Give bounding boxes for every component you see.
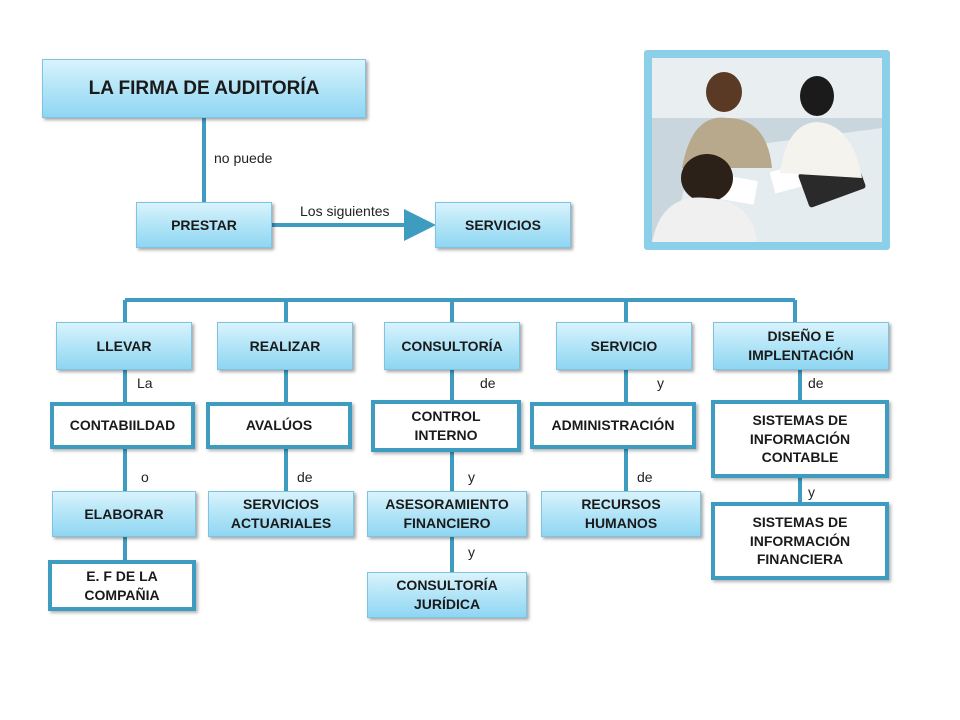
node-diseno-implementacion: DISEÑO E IMPLENTACIÓN [713, 322, 889, 370]
edge-label-y-consultoria-2: y [468, 544, 475, 560]
edge-label-los-siguientes: Los siguientes [300, 203, 390, 219]
node-consultoria-juridica: CONSULTORÍA JURÍDICA [367, 572, 527, 618]
node-recursos-humanos: RECURSOS HUMANOS [541, 491, 701, 537]
node-administracion: ADMINISTRACIÓN [530, 402, 696, 449]
node-prestar: PRESTAR [136, 202, 272, 248]
node-servicio: SERVICIO [556, 322, 692, 370]
edge-label-la: La [137, 375, 153, 391]
node-sistemas-informacion-financiera: SISTEMAS DE INFORMACIÓN FINANCIERA [711, 502, 889, 580]
node-contabilidad: CONTABIILDAD [50, 402, 195, 449]
node-control-interno: CONTROL INTERNO [371, 400, 521, 452]
edge-label-y-consultoria-1: y [468, 469, 475, 485]
photo-illustration [652, 58, 882, 242]
node-servicios: SERVICIOS [435, 202, 571, 248]
edge-label-y-servicio: y [657, 375, 664, 391]
edge-label-de-consultoria: de [480, 375, 496, 391]
edge-label-o: o [141, 469, 149, 485]
node-elaborar: ELABORAR [52, 491, 196, 537]
edge-label-de-realizar: de [297, 469, 313, 485]
node-sistemas-informacion-contable: SISTEMAS DE INFORMACIÓN CONTABLE [711, 400, 889, 478]
node-consultoria: CONSULTORÍA [384, 322, 520, 370]
node-avaluos: AVALÚOS [206, 402, 352, 449]
business-meeting-photo [644, 50, 890, 250]
edge-label-de-servicio: de [637, 469, 653, 485]
edge-label-no-puede: no puede [214, 150, 273, 166]
node-firma-auditoria: LA FIRMA DE AUDITORÍA [42, 59, 366, 118]
edge-label-y-diseno: y [808, 484, 815, 500]
node-realizar: REALIZAR [217, 322, 353, 370]
node-servicios-actuariales: SERVICIOS ACTUARIALES [208, 491, 354, 537]
node-ef-compania: E. F DE LA COMPAÑIA [48, 560, 196, 611]
edge-label-de-diseno: de [808, 375, 824, 391]
node-asesoramiento-financiero: ASESORAMIENTO FINANCIERO [367, 491, 527, 537]
node-llevar: LLEVAR [56, 322, 192, 370]
